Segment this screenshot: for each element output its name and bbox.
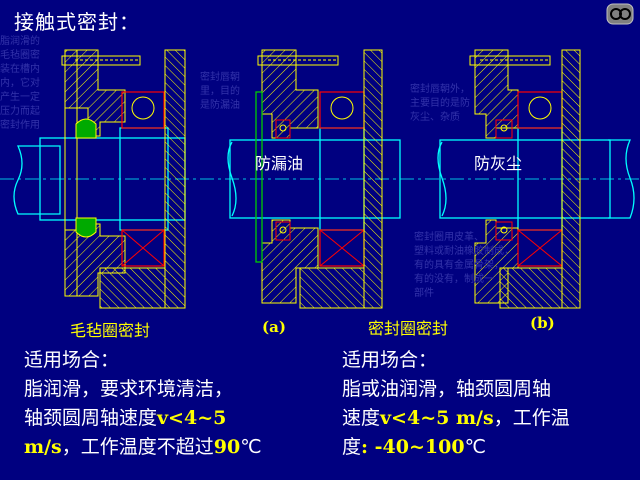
svg-text:有的没有，制成一: 有的没有，制成一 bbox=[414, 272, 494, 285]
svg-text:密封作用: 密封作用 bbox=[0, 118, 40, 131]
left-application-text: 适用场合： 脂润滑，要求环境清洁， 轴颈圆周轴速度v<4~5 m/s，工作温度不… bbox=[24, 346, 324, 462]
label-anti-oil-leak: 防漏油 bbox=[255, 154, 304, 173]
svg-text:部件: 部件 bbox=[414, 286, 434, 299]
caption-b: (b) bbox=[530, 314, 555, 332]
logo-icon bbox=[606, 3, 634, 25]
svg-text:脂润滑的: 脂润滑的 bbox=[0, 34, 40, 47]
svg-text:有的具有金属骨架，: 有的具有金属骨架， bbox=[414, 258, 504, 271]
svg-text:是防漏油: 是防漏油 bbox=[200, 98, 240, 111]
svg-text:毛毡圈密: 毛毡圈密 bbox=[0, 48, 40, 61]
right-application-text: 适用场合： 脂或油润滑，轴颈圆周轴 速度v<4~5 m/s，工作温 度: -40… bbox=[342, 346, 634, 462]
right-line1: 脂或油润滑，轴颈圆周轴 bbox=[342, 378, 552, 400]
caption-a: (a) bbox=[262, 318, 286, 336]
left-line2: 轴颈圆周轴速度v<4~5 bbox=[24, 407, 227, 429]
svg-text:密封唇朝: 密封唇朝 bbox=[200, 70, 240, 83]
svg-text:内，它对: 内，它对 bbox=[0, 76, 40, 89]
right-line3: 度: -40~100℃ bbox=[342, 436, 486, 458]
right-line2: 速度v<4~5 m/s，工作温 bbox=[342, 407, 570, 429]
left-line3: m/s，工作温度不超过90℃ bbox=[24, 436, 262, 458]
left-heading: 适用场合： bbox=[24, 349, 120, 371]
svg-text:装在槽内: 装在槽内 bbox=[0, 62, 40, 75]
right-heading: 适用场合： bbox=[342, 349, 438, 371]
svg-text:密封圈用皮革、: 密封圈用皮革、 bbox=[414, 230, 484, 243]
svg-text:密封唇朝外，: 密封唇朝外， bbox=[410, 82, 470, 95]
page-title: 接触式密封： bbox=[14, 10, 140, 34]
svg-text:灰尘、杂质: 灰尘、杂质 bbox=[410, 110, 460, 123]
svg-text:里，目的: 里，目的 bbox=[200, 84, 240, 97]
svg-text:压力而起: 压力而起 bbox=[0, 104, 40, 117]
svg-text:塑料或耐油橡胶制成，: 塑料或耐油橡胶制成， bbox=[414, 244, 514, 257]
label-anti-dust: 防灰尘 bbox=[474, 154, 523, 173]
svg-text:主要目的是防: 主要目的是防 bbox=[410, 96, 470, 109]
caption-seal-ring-seal: 密封圈密封 bbox=[368, 319, 449, 338]
left-line1: 脂润滑，要求环境清洁， bbox=[24, 378, 234, 400]
caption-felt-ring-seal: 毛毡圈密封 bbox=[70, 321, 151, 340]
svg-text:产生一定: 产生一定 bbox=[0, 90, 40, 103]
